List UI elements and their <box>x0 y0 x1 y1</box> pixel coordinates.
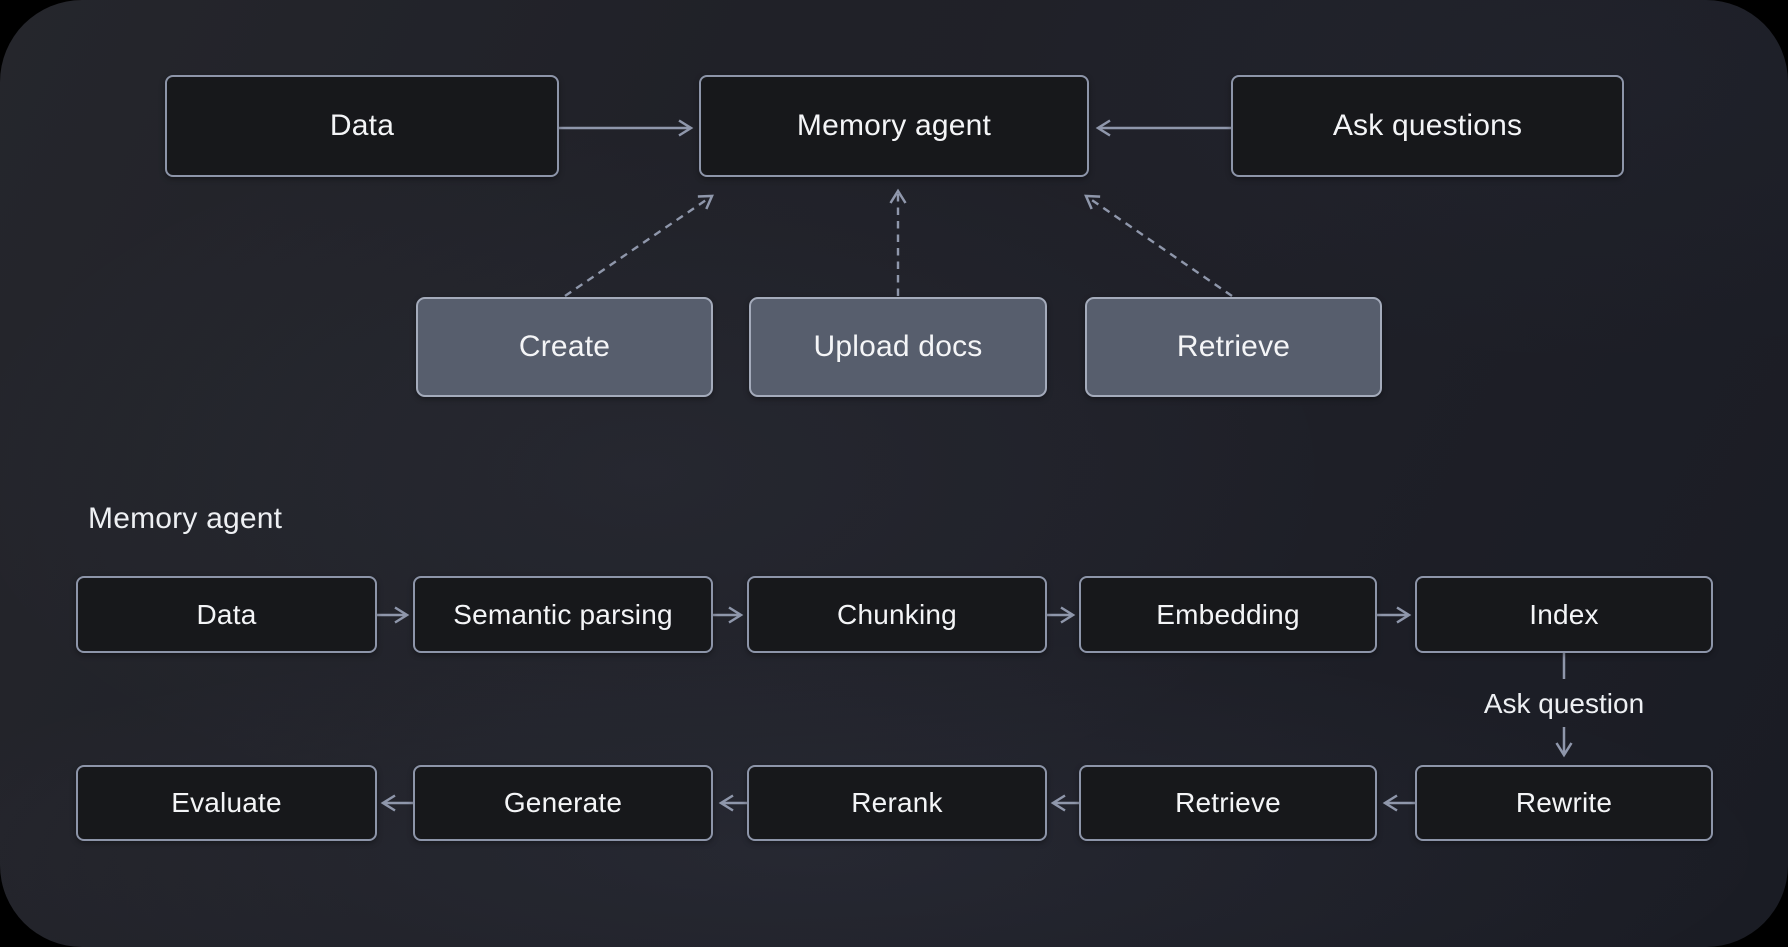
node-retrieve-action-label: Retrieve <box>1176 330 1291 363</box>
pipeline-section-title: Memory agent <box>88 502 283 535</box>
pipeline-node-retrieve: Retrieve <box>1079 765 1377 841</box>
pipeline-node-data-label: Data <box>196 598 257 630</box>
pipeline-node-rerank: Rerank <box>747 765 1047 841</box>
node-ask-questions: Ask questions <box>1231 75 1624 177</box>
node-upload-docs-label: Upload docs <box>813 330 983 363</box>
pipeline-node-embedding-label: Embedding <box>1156 598 1300 630</box>
node-upload-docs: Upload docs <box>749 297 1047 397</box>
node-ask-questions-label: Ask questions <box>1332 109 1523 142</box>
pipeline-node-index-label: Index <box>1529 598 1599 630</box>
ask-question-label: Ask question <box>1483 688 1645 719</box>
node-memory-agent: Memory agent <box>699 75 1089 177</box>
pipeline-node-retrieve-label: Retrieve <box>1175 787 1281 818</box>
pipeline-node-generate-label: Generate <box>503 787 623 818</box>
pipeline-node-rewrite-label: Rewrite <box>1515 787 1613 818</box>
pipeline-node-rewrite: Rewrite <box>1415 765 1713 841</box>
pipeline-node-semantic-parsing-label: Semantic parsing <box>453 598 673 630</box>
node-create-label: Create <box>518 330 611 363</box>
pipeline-node-evaluate: Evaluate <box>76 765 377 841</box>
pipeline-node-evaluate-label: Evaluate <box>171 787 282 818</box>
pipeline-node-rerank-label: Rerank <box>851 787 943 818</box>
pipeline-node-chunking: Chunking <box>747 576 1047 653</box>
node-memory-agent-label: Memory agent <box>796 109 992 142</box>
pipeline-node-embedding: Embedding <box>1079 576 1377 653</box>
node-create: Create <box>416 297 713 397</box>
dashed-arrow-create-to-memory-agent <box>564 194 714 297</box>
node-data-source: Data <box>165 75 559 177</box>
dashed-arrow-retrieve-to-memory-agent <box>1084 194 1233 297</box>
pipeline-node-data: Data <box>76 576 377 653</box>
node-retrieve-action: Retrieve <box>1085 297 1382 397</box>
pipeline-node-generate: Generate <box>413 765 713 841</box>
pipeline-node-semantic-parsing: Semantic parsing <box>413 576 713 653</box>
pipeline-node-chunking-label: Chunking <box>837 598 957 630</box>
pipeline-node-index: Index <box>1415 576 1713 653</box>
node-data-source-label: Data <box>329 109 395 142</box>
